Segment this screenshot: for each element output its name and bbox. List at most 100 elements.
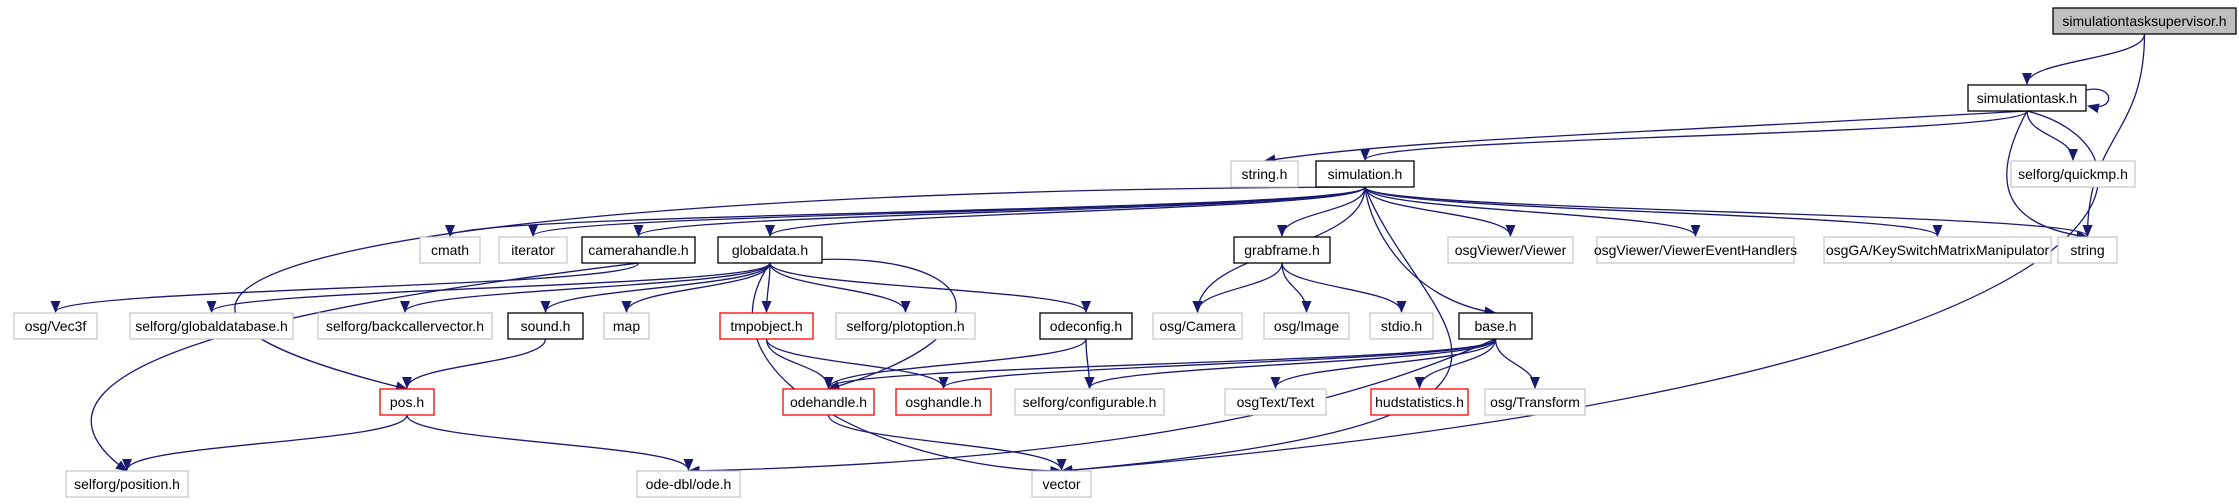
node-camerahandle-h[interactable]: camerahandle.h <box>581 236 696 264</box>
edge-simulation_h-to-osgViewer_Viewer <box>1364 186 1516 237</box>
node-box <box>65 470 189 498</box>
node-box <box>2052 7 2237 35</box>
node-label: selforg/configurable.h <box>1023 394 1157 410</box>
node-pos-h[interactable]: pos.h <box>379 388 435 416</box>
node-label: cmath <box>431 242 469 258</box>
edge-globaldata_h-to-odeconfig_h <box>769 262 1091 313</box>
node-box <box>895 388 992 416</box>
node-box <box>1596 236 1795 264</box>
node-label: pos.h <box>390 394 424 410</box>
edge-simulation_h-to-string <box>1364 186 2093 237</box>
node-box <box>379 388 435 416</box>
node-label: odehandle.h <box>790 394 867 410</box>
edge-simulationtask_h-to-simulation_h <box>1360 110 2028 161</box>
node-label: osg/Vec3f <box>25 318 87 334</box>
node-base-h[interactable]: base.h <box>1458 312 1533 340</box>
edge-simulation_h-to-iterator <box>528 186 1366 237</box>
node-label: vector <box>1042 476 1080 492</box>
edge-simulation_h-to-pos_h <box>234 186 1366 392</box>
node-label: string <box>2070 242 2104 258</box>
edge-globaldata_h-to-selforg_backcallervector_h <box>400 262 771 313</box>
node-iterator: iterator <box>498 236 568 264</box>
node-box <box>1263 312 1350 340</box>
edge-simulationtasksupervisor_h-to-simulationtask_h <box>2022 33 2146 85</box>
node-osgViewer-Viewer: osgViewer/Viewer <box>1447 236 1574 264</box>
node-label: osgViewer/ViewerEventHandlers <box>1594 242 1797 258</box>
edge-simulationtask_h-to-string <box>2006 110 2089 241</box>
node-box <box>717 236 823 264</box>
node-simulationtask-h[interactable]: simulationtask.h <box>1967 84 2087 112</box>
edge-simulation_h-to-globaldata_h <box>765 186 1366 237</box>
edge-globaldata_h-to-tmpobject_h <box>761 262 772 313</box>
nodes-layer: simulationtasksupervisor.h simulationtask… <box>13 7 2237 498</box>
node-odeconfig-h[interactable]: odeconfig.h <box>1039 312 1133 340</box>
node-label: osgText/Text <box>1237 394 1315 410</box>
node-ode-dbl-ode-h: ode-dbl/ode.h <box>636 470 741 498</box>
node-box <box>1230 160 1299 188</box>
node-label: grabframe.h <box>1244 242 1319 258</box>
node-box <box>317 312 493 340</box>
node-label: iterator <box>511 242 555 258</box>
edge-base_h-to-osgText_Text <box>1270 338 1497 389</box>
edge-simulation_h-to-grabframe_h <box>1277 186 1366 237</box>
node-label: string.h <box>1242 166 1288 182</box>
node-label: simulationtasksupervisor.h <box>2062 13 2226 29</box>
node-label: hudstatistics.h <box>1375 394 1464 410</box>
node-box <box>1233 236 1331 264</box>
node-label: sound.h <box>521 318 571 334</box>
edge-tmpobject_h-to-odehandle_h <box>765 338 834 389</box>
edge-grabframe_h-to-osg_Image <box>1281 262 1312 313</box>
node-hudstatistics-h[interactable]: hudstatistics.h <box>1370 388 1469 416</box>
node-box <box>1967 84 2087 112</box>
node-vector: vector <box>1031 470 1092 498</box>
edge-pos_h-to-ode_dbl_ode_h <box>406 414 694 471</box>
node-odehandle-h[interactable]: odehandle.h <box>782 388 875 416</box>
node-label: osgGA/KeySwitchMatrixManipulator <box>1826 242 2050 258</box>
edge-base_h-to-osg_Transform <box>1494 338 1540 389</box>
edge-globaldata_h-to-selforg_globaldatabase_h <box>206 262 771 313</box>
edge-camerahandle_h-to-osg_Vec3f <box>50 262 640 313</box>
edge-simulation_h-to-base_h <box>1364 186 1497 317</box>
node-box <box>782 388 875 416</box>
node-box <box>1014 388 1165 416</box>
node-grabframe-h[interactable]: grabframe.h <box>1233 236 1331 264</box>
node-label: osghandle.h <box>905 394 981 410</box>
edge-simulationtask_h-to-vector <box>1060 110 2099 476</box>
edge-base_h-to-hudstatistics_h <box>1414 338 1497 389</box>
node-selforg-quickmp-h: selforg/quickmp.h <box>2010 160 2136 188</box>
node-box <box>1369 312 1434 340</box>
node-tmpobject-h[interactable]: tmpobject.h <box>719 312 814 340</box>
node-label: selforg/plotoption.h <box>846 318 964 334</box>
edge-sound_h-to-pos_h <box>402 338 547 389</box>
node-box <box>498 236 568 264</box>
node-osgGA-KeySwitchMatrixManipulator: osgGA/KeySwitchMatrixManipulator <box>1823 236 2052 264</box>
node-cmath: cmath <box>419 236 481 264</box>
node-simulationtasksupervisor-h[interactable]: simulationtasksupervisor.h <box>2052 7 2237 35</box>
edge-globaldata_h-to-selforg_plotoption_h <box>769 262 911 313</box>
node-osg-Camera: osg/Camera <box>1152 312 1243 340</box>
node-box <box>129 312 294 340</box>
node-box <box>581 236 696 264</box>
node-map: map <box>603 312 650 340</box>
edge-globaldata_h-to-odehandle_h <box>769 258 957 391</box>
node-box <box>419 236 481 264</box>
node-sound-h[interactable]: sound.h <box>507 312 584 340</box>
node-selforg-configurable-h: selforg/configurable.h <box>1014 388 1165 416</box>
node-osgText-Text: osgText/Text <box>1224 388 1327 416</box>
node-osghandle-h[interactable]: osghandle.h <box>895 388 992 416</box>
node-label: selforg/backcallervector.h <box>326 318 484 334</box>
node-globaldata-h[interactable]: globaldata.h <box>717 236 823 264</box>
node-string: string <box>2057 236 2118 264</box>
node-box <box>1039 312 1133 340</box>
node-label: osg/Image <box>1274 318 1340 334</box>
edge-pos_h-to-selforg_position_h <box>122 414 408 471</box>
node-label: selforg/position.h <box>74 476 180 492</box>
node-selforg-plotoption-h: selforg/plotoption.h <box>835 312 976 340</box>
node-selforg-position-h: selforg/position.h <box>65 470 189 498</box>
edge-odeconfig_h-to-selforg_configurable_h <box>1084 338 1095 389</box>
node-box <box>1152 312 1243 340</box>
node-label: osg/Transform <box>1490 394 1580 410</box>
edge-base_h-to-ode_dbl_ode_h <box>687 338 1496 476</box>
node-simulation-h[interactable]: simulation.h <box>1315 160 1415 188</box>
